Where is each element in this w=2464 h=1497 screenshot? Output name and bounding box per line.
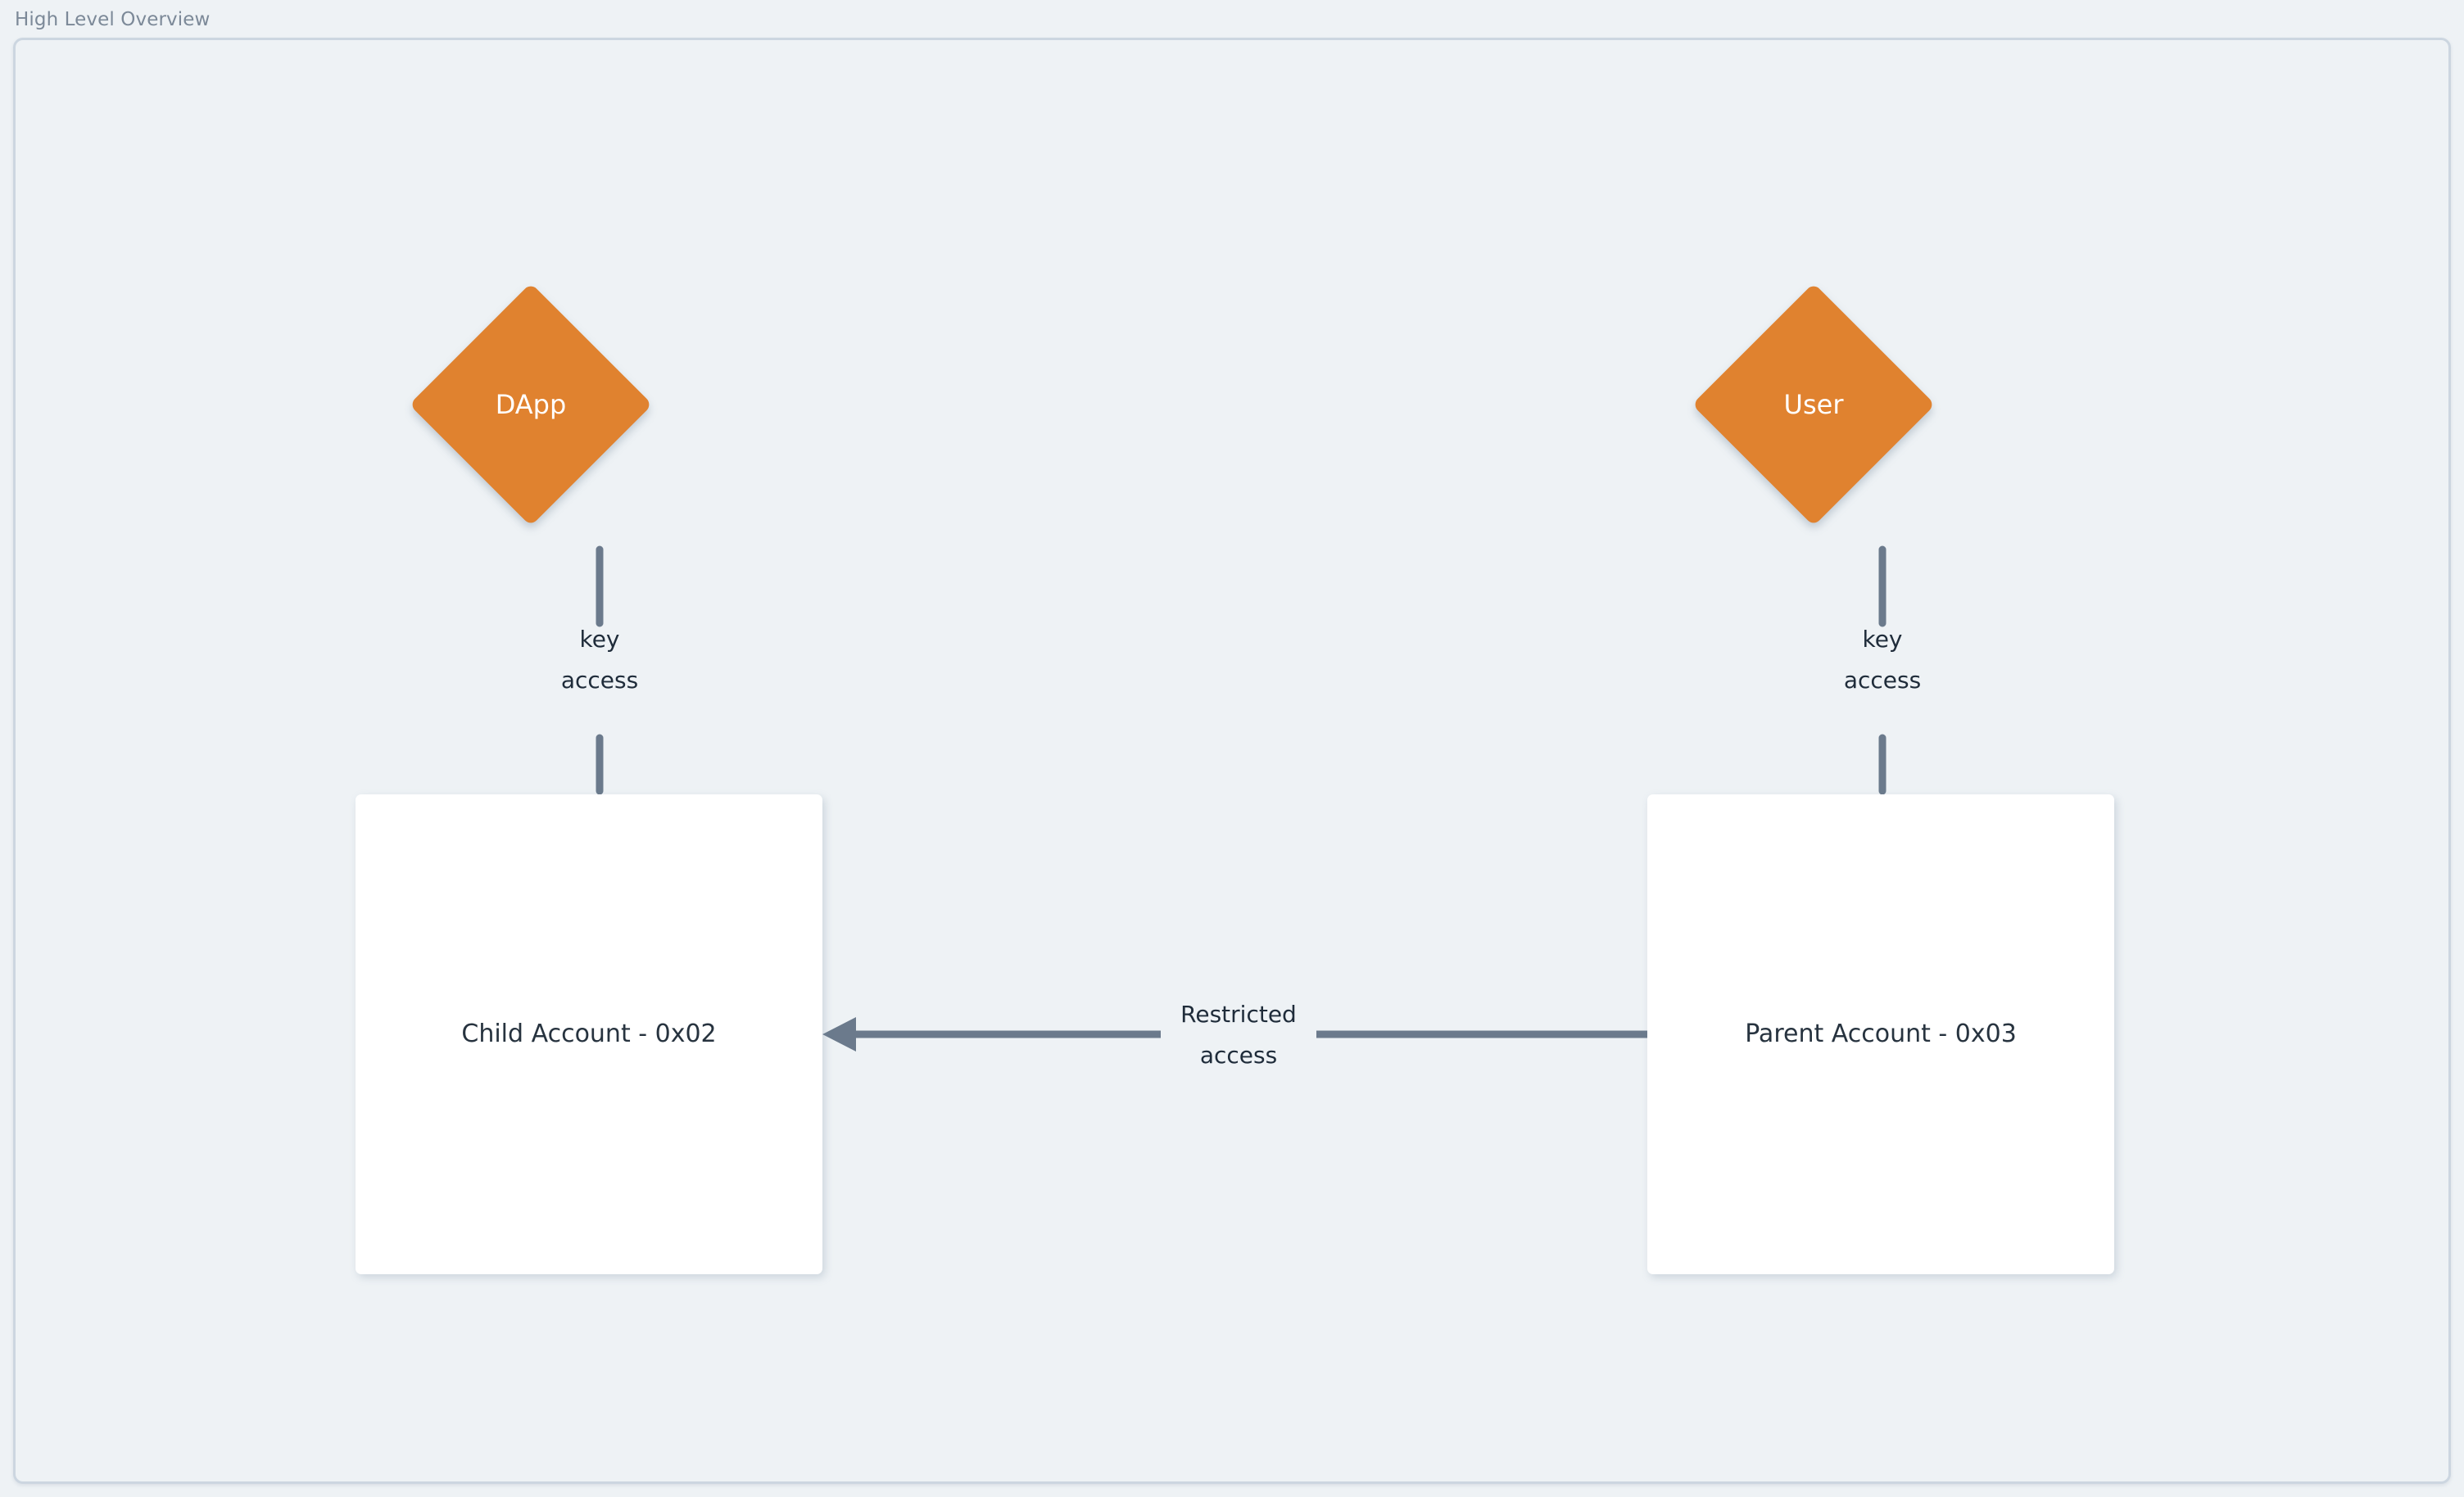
diagram-frame: DApp User Child Account - 0x02 Parent Ac… — [13, 38, 2451, 1484]
edge-label-parent-child: Restricted access — [1180, 1001, 1297, 1069]
arrowhead-icon — [822, 1017, 856, 1052]
node-child-account[interactable]: Child Account - 0x02 — [356, 794, 822, 1274]
node-parent-account[interactable]: Parent Account - 0x03 — [1647, 794, 2114, 1274]
page-title: High Level Overview — [15, 9, 211, 30]
node-dapp-label: DApp — [495, 389, 567, 420]
diagram-canvas[interactable]: DApp User Child Account - 0x02 Parent Ac… — [16, 40, 2448, 1481]
node-parent-account-label: Parent Account - 0x03 — [1745, 1020, 2017, 1048]
node-user-label: User — [1783, 389, 1844, 420]
edge-label-user-parent: key access — [1843, 626, 1922, 694]
node-child-account-label: Child Account - 0x02 — [461, 1020, 717, 1048]
edge-label-dapp-child: key access — [560, 626, 639, 694]
